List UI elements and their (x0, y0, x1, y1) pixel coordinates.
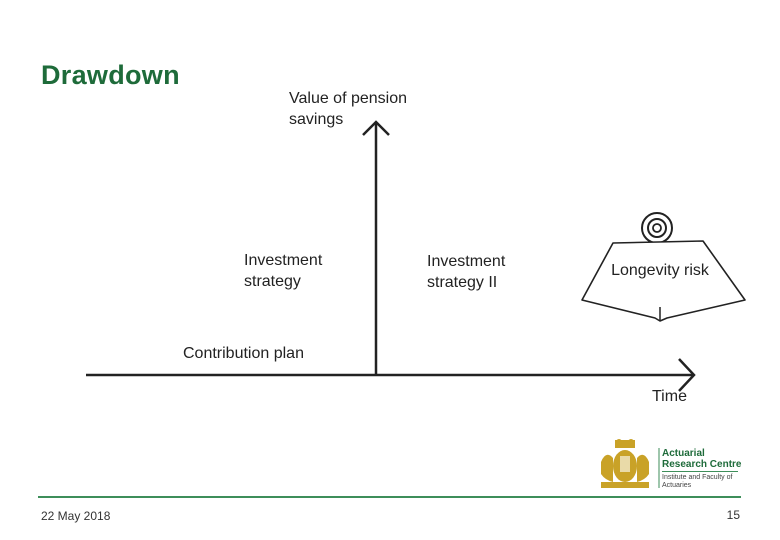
y-axis-label: Value of pension savings (289, 90, 408, 128)
investment-strategy-label: Investment strategy (244, 252, 323, 290)
y-axis-arrowhead (362, 120, 390, 136)
logo-divider (662, 471, 738, 472)
longevity-weight-shape (581, 212, 746, 322)
contribution-plan-label: Contribution plan (183, 345, 304, 362)
logo-subtitle: Institute and Faculty of Actuaries (662, 474, 733, 489)
slide-title: Drawdown (41, 60, 180, 90)
actuarial-research-centre-logo (601, 439, 660, 488)
longevity-risk-label: Longevity risk (611, 262, 709, 279)
page-number: 15 (726, 508, 740, 522)
logo-title: Actuarial Research Centre (662, 448, 742, 470)
x-axis-label: Time (652, 388, 687, 405)
x-axis-arrowhead (678, 358, 696, 392)
investment-strategy-ii-label: Investment strategy II (427, 253, 506, 291)
footer-date: 22 May 2018 (41, 509, 111, 523)
crest-icon (601, 439, 649, 488)
footer-divider (38, 496, 741, 498)
